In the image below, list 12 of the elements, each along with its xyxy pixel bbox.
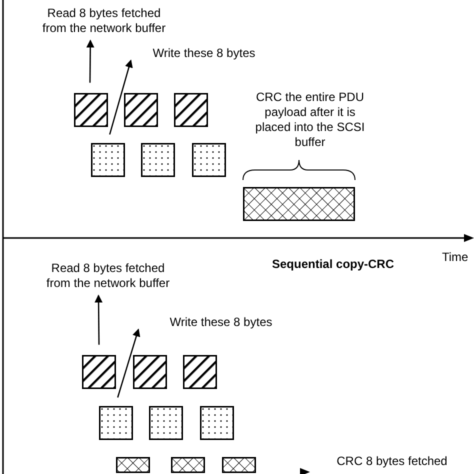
- axis-label: Time: [442, 249, 468, 266]
- arrow: [117, 328, 140, 398]
- annotation-text: CRC 8 bytes fetched: [328, 454, 456, 470]
- annotation-text: CRC the entire PDU payload after it is placed into the SCSI buffer: [246, 90, 374, 152]
- annotation-text: Read 8 bytes fetched from the network buffer: [36, 6, 172, 36]
- section-title: Sequential copy-CRC: [272, 256, 394, 273]
- arrow: [94, 294, 103, 345]
- arrow: [109, 59, 133, 135]
- annotation-text: Write these 8 bytes: [162, 315, 280, 331]
- arrow: [86, 40, 94, 83]
- annotation-text: Write these 8 bytes: [145, 46, 263, 62]
- annotation-text: Read 8 bytes fetched from the network buffer: [40, 261, 176, 291]
